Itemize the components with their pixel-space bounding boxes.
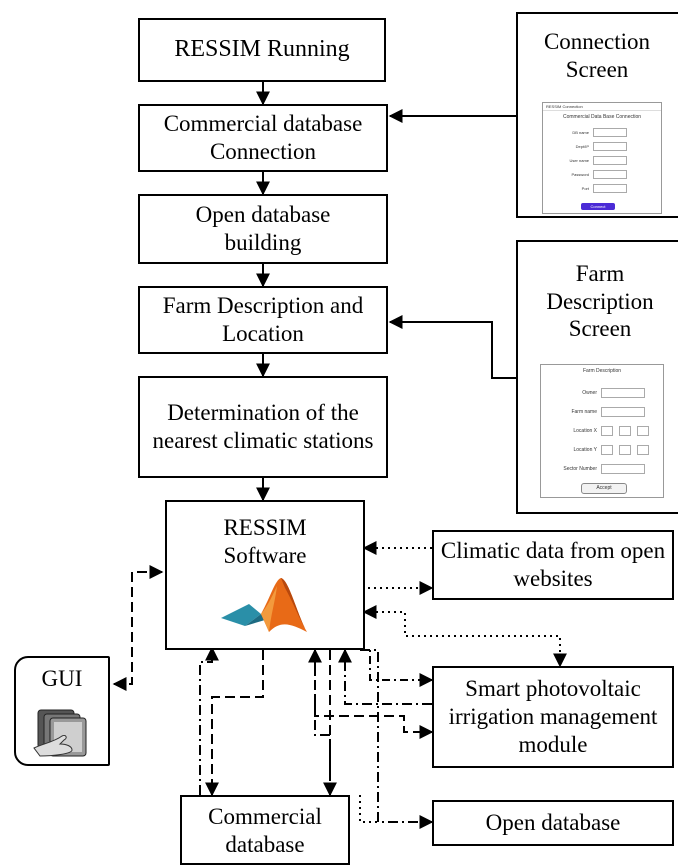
connection-field-input[interactable] [593,141,627,151]
open-database-building-box: Open database building [138,194,388,264]
farm-field-label: Farm name [571,408,597,415]
farm-field-input[interactable] [601,387,645,398]
arrow-farm-screen [388,315,516,379]
connection-window-title: RESSIM Connection [543,103,661,111]
farm-description-box: Farm Description and Location [138,286,388,354]
farm-field-input[interactable] [601,425,613,436]
farm-window: Farm Description Owner Farm name Locatio… [540,364,664,498]
arrow-smart-to-software [338,648,432,705]
commercial-database-box: Commercial database [180,795,350,865]
smart-module-box: Smart photovoltaic irrigation management… [432,666,674,768]
farm-field-input[interactable] [619,425,631,436]
nearest-stations-label: Determination of the nearest climatic st… [152,399,374,453]
arrow-software-smart-dotted [362,605,567,668]
farm-field-input[interactable] [637,425,649,436]
ressim-running-label: RESSIM Running [174,36,350,63]
gui-box: GUI [14,656,110,766]
ressim-running-box: RESSIM Running [138,18,386,82]
connection-screen-title: Connection Screen [543,29,651,82]
connection-field-input[interactable] [593,155,627,165]
arrow-software-to-smart [314,650,434,739]
connection-screen-panel: Connection Screen RESSIM Connection Comm… [516,12,678,218]
arrow-gui-software [112,565,164,691]
connection-field-label: Password [571,171,589,177]
farm-window-header: Farm Description [582,368,622,374]
commercial-connection-label: Commercial database Connection [163,110,363,164]
farm-field-input[interactable] [601,444,613,455]
nearest-stations-box: Determination of the nearest climatic st… [138,376,388,478]
gui-label: GUI [41,666,83,691]
farm-field-input[interactable] [637,444,649,455]
connection-window-header: Commercial Data Base Connection [562,114,642,120]
smart-module-label: Smart photovoltaic irrigation management… [448,675,658,758]
farm-field-input[interactable] [619,444,631,455]
connect-button[interactable]: Connect [581,203,615,210]
climatic-data-box: Climatic data from open websites [432,530,674,600]
connection-field-label: User name [569,157,589,163]
ressim-software-label: RESSIM Software [223,515,307,569]
matlab-logo-icon [221,578,307,632]
ressim-software-box: RESSIM Software [165,500,365,650]
farm-field-label: Location Y [573,446,597,453]
arrow-commercial-to-software-2 [308,648,331,795]
commercial-connection-box: Commercial database Connection [138,104,388,172]
climatic-data-label: Climatic data from open websites [440,537,666,591]
accept-button[interactable]: Accept [581,483,627,494]
arrow-software-to-smart-2 [369,650,434,687]
commercial-database-label: Commercial database [208,804,322,858]
farm-screen-title: Farm Description Screen [546,261,654,342]
connection-field-input[interactable] [593,127,627,137]
farm-field-input[interactable] [601,406,645,417]
farm-screen-panel: Farm Description Screen Farm Description… [516,240,678,514]
open-database-box: Open database [432,800,674,846]
farm-field-label: Location X [573,427,597,434]
arrow-software-to-commercial [205,650,264,797]
farm-field-label: Owner [582,389,597,396]
arrow-commercial-to-software [199,646,219,795]
open-database-building-label: Open database building [195,201,331,255]
connection-field-label: Port [581,185,589,191]
arrow-open-database [359,795,378,823]
farm-description-label: Farm Description and Location [162,292,364,346]
connection-field-input[interactable] [593,183,627,193]
gui-hand-screen-icon [33,709,87,757]
farm-field-input[interactable] [601,463,645,474]
connection-field-label: Dept/IP [575,143,589,149]
open-database-label: Open database [485,809,621,835]
arrow-software-to-open-db [360,649,434,829]
farm-field-label: Sector Number [563,465,597,472]
connection-window: RESSIM Connection Commercial Data Base C… [542,102,662,214]
connection-field-label: DB name [572,129,589,135]
connection-field-input[interactable] [593,169,627,179]
